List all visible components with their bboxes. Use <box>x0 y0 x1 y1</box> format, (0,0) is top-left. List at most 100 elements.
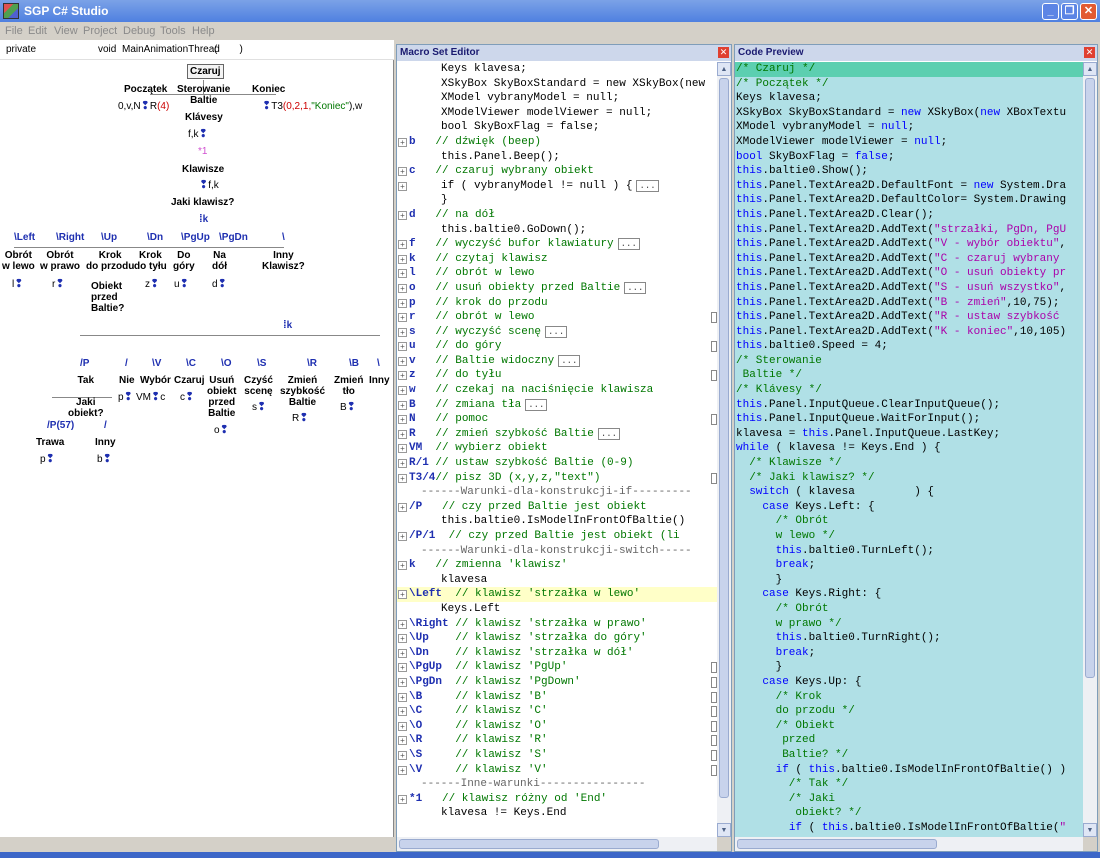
action-turn-left[interactable]: Obrót w lewo <box>2 250 35 272</box>
code-line[interactable]: this.Panel.TextArea2D.AddText("K - konie… <box>736 325 1067 338</box>
code-line[interactable]: w lewo */ <box>736 530 836 542</box>
macro-line[interactable]: ------Warunki-dla-konstrukcji-if--------… <box>397 485 717 500</box>
expand-icon[interactable]: + <box>398 663 407 673</box>
key-up[interactable]: \Up <box>101 232 118 243</box>
action2-czaruj[interactable]: Czaruj <box>174 375 205 386</box>
key-dn[interactable]: \Dn <box>147 232 164 243</box>
action2-zmien-tlo[interactable]: Zmień tło <box>334 375 364 397</box>
code-line[interactable]: this.Panel.TextArea2D.AddText("R - ustaw… <box>736 311 1060 324</box>
expand-icon[interactable]: + <box>398 750 407 760</box>
node-klawisze[interactable]: Klawisze <box>182 164 225 175</box>
expand-dots-button[interactable] <box>711 706 717 718</box>
expand-icon[interactable]: + <box>398 342 407 352</box>
macro-line[interactable]: +d // na dół <box>397 208 717 223</box>
expand-icon[interactable]: + <box>398 327 407 337</box>
code-preview-vscroll[interactable]: ▲ ▼ <box>1083 62 1097 837</box>
expand-icon[interactable]: + <box>398 692 407 702</box>
macro-line[interactable]: klavesa != Keys.End <box>397 806 717 821</box>
expand-icon[interactable]: + <box>398 677 407 687</box>
macro-line[interactable]: +o // usuń obiekty przed Baltie... <box>397 281 717 296</box>
macro-line[interactable]: +if ( vybranyModel != null ) {... <box>397 179 717 194</box>
macro-line[interactable]: +w // czekaj na naciśnięcie klawisza <box>397 383 717 398</box>
code-line[interactable]: bool SkyBoxFlag = false; <box>736 150 895 163</box>
action-down[interactable]: Na dół <box>212 250 227 272</box>
code-line[interactable]: XModel vybranyModel = null; <box>736 121 915 134</box>
macro-line[interactable]: XModelViewer modelViewer = null; <box>397 106 717 121</box>
macro-line[interactable]: +v // Baltie widoczny... <box>397 354 717 369</box>
code-line[interactable]: this.Panel.TextArea2D.AddText("C - czaru… <box>736 252 1060 265</box>
key2-other[interactable]: \ <box>377 358 380 369</box>
macro-line[interactable]: bool SkyBoxFlag = false; <box>397 120 717 135</box>
code-line[interactable]: Baltie? */ <box>736 748 849 761</box>
code-line[interactable]: break; <box>775 646 816 659</box>
code-line[interactable]: if ( this.baltie0.IsModelInFrontOfBaltie… <box>775 763 1067 776</box>
expand-icon[interactable]: + <box>398 444 407 454</box>
expand-dots-button[interactable] <box>711 720 717 732</box>
code-line[interactable]: this.baltie0.TurnLeft(); <box>775 544 935 557</box>
macro-line[interactable]: XModel vybranyModel = null; <box>397 91 717 106</box>
code-line[interactable]: this.Panel.TextArea2D.DefaultFont = new … <box>736 179 1067 192</box>
code-line[interactable]: this.Panel.TextArea2D.DefaultColor= Syst… <box>736 194 1067 207</box>
key2-r[interactable]: \R <box>307 358 317 369</box>
macro-line[interactable]: ------Warunki-dla-konstrukcji-switch----… <box>397 544 717 559</box>
key2-o[interactable]: \O <box>221 358 232 369</box>
expand-dots-button[interactable] <box>711 370 717 382</box>
node-jaki-klawisz[interactable]: Jaki klawisz? <box>171 197 235 208</box>
code-line[interactable]: /* Jaki klawisz? */ <box>736 471 875 484</box>
action-step-forward[interactable]: Krok do przodu <box>86 250 135 272</box>
key2-s[interactable]: \S <box>257 358 267 369</box>
expand-dots-button[interactable]: ... <box>597 427 621 440</box>
macro-line[interactable]: this.baltie0.GoDown(); <box>397 223 717 238</box>
code-line[interactable]: /* Krok <box>736 690 822 703</box>
key-pgup[interactable]: \PgUp <box>181 232 210 243</box>
expand-icon[interactable]: + <box>398 473 407 483</box>
macro-line[interactable]: +R/1 // ustaw szybkość Baltie (0-9) <box>397 456 717 471</box>
expand-icon[interactable]: + <box>398 254 407 264</box>
macro-line[interactable]: +z // do tyłu <box>397 368 717 383</box>
expand-icon[interactable]: + <box>398 590 407 600</box>
code-line[interactable]: this.Panel.TextArea2D.AddText("B - zmień… <box>736 296 1060 309</box>
expand-icon[interactable]: + <box>398 240 407 250</box>
expand-icon[interactable]: + <box>398 283 407 293</box>
node-sterowanie[interactable]: Sterowanie Baltie <box>177 84 231 106</box>
macro-line[interactable]: +R // zmień szybkość Baltie... <box>397 427 717 442</box>
macro-line[interactable]: +N // pomoc <box>397 412 717 427</box>
macro-line[interactable]: +\S // klawisz 'S' <box>397 748 717 763</box>
maximize-button[interactable]: ❐ <box>1061 3 1078 20</box>
code-line[interactable]: this.Panel.TextArea2D.AddText("strzałki,… <box>736 223 1067 236</box>
code-line[interactable]: przed <box>736 734 816 747</box>
code-line[interactable]: this.baltie0.Speed = 4; <box>736 340 888 353</box>
expand-icon[interactable]: + <box>398 298 407 308</box>
action-turn-right[interactable]: Obrót w prawo <box>40 250 81 272</box>
macro-line[interactable]: +u // do góry <box>397 339 717 354</box>
macro-line[interactable]: +l // obrót w lewo <box>397 266 717 281</box>
expand-icon[interactable]: + <box>398 313 407 323</box>
node-koniec[interactable]: Koniec <box>252 84 286 95</box>
code-line[interactable]: } <box>736 661 783 674</box>
code-line[interactable]: this.Panel.TextArea2D.AddText("V - wybór… <box>736 238 1067 251</box>
code-preview-code[interactable]: /* Czaruj *//* Początek */Keys klavesa;X… <box>735 62 1083 837</box>
macro-line[interactable]: klavesa <box>397 573 717 588</box>
code-line[interactable]: this.baltie0.Show(); <box>736 165 869 178</box>
code-preview-close-icon[interactable]: ✕ <box>1084 47 1095 58</box>
macro-line[interactable]: +VM // wybierz obiekt <box>397 441 717 456</box>
key2-p[interactable]: /P <box>80 358 90 369</box>
code-line[interactable]: } <box>736 573 783 586</box>
code-line[interactable]: /* Klawisze */ <box>736 457 842 470</box>
action-step-back[interactable]: Krok do tyłu <box>134 250 167 272</box>
macro-line[interactable]: Keys klavesa; <box>397 62 717 77</box>
expand-icon[interactable]: + <box>398 619 407 629</box>
macro-line[interactable]: +p // krok do przodu <box>397 296 717 311</box>
action2-czysc[interactable]: Czyść scenę <box>244 375 273 397</box>
expand-dots-button[interactable] <box>711 749 717 761</box>
code-line[interactable]: /* Obrót <box>736 602 829 615</box>
menu-file[interactable]: File <box>5 25 23 37</box>
expand-dots-button[interactable] <box>711 312 717 324</box>
macro-editor-vscroll[interactable]: ▲ ▼ <box>717 62 731 837</box>
key2-slash[interactable]: / <box>125 358 128 369</box>
expand-dots-button[interactable] <box>711 341 717 353</box>
root-node[interactable]: Czaruj <box>187 64 224 79</box>
expand-icon[interactable]: + <box>398 736 407 746</box>
expand-icon[interactable]: + <box>398 167 407 177</box>
action2-nie[interactable]: Nie <box>119 375 135 386</box>
